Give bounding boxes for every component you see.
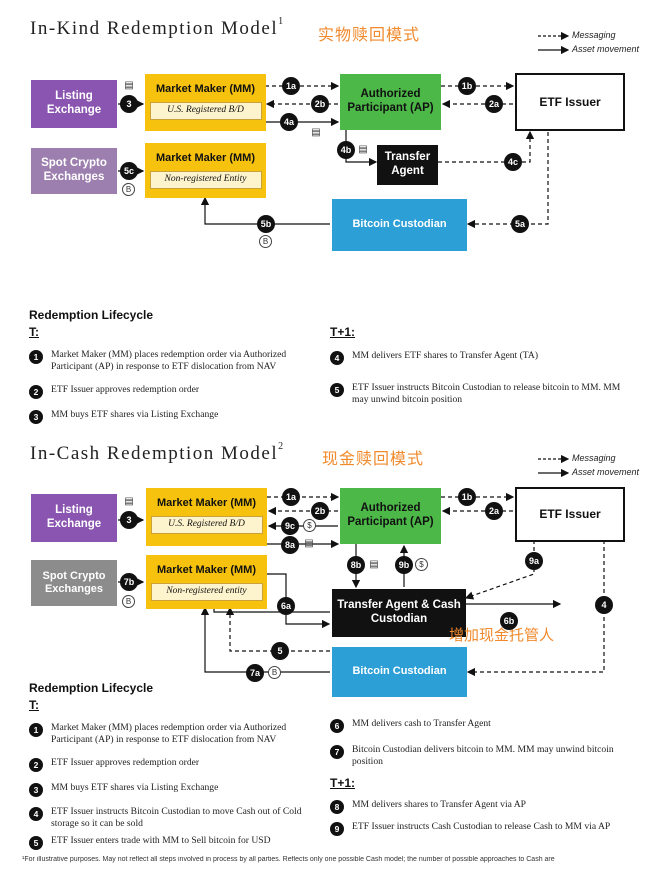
- badge-5b: 5b: [257, 215, 275, 233]
- top-title-cn: 实物赎回模式: [318, 27, 421, 44]
- badge-9b: 9b: [395, 556, 413, 574]
- badge-8a: 8a: [281, 536, 299, 554]
- badge-5a: 5a: [511, 215, 529, 233]
- document-icon: ▤: [124, 496, 134, 507]
- badge-6a: 6a: [277, 597, 295, 615]
- authorized-participant-box: Authorized Participant (AP): [340, 488, 441, 544]
- document-icon: ▤: [369, 559, 379, 570]
- document-icon: ▤: [358, 144, 368, 155]
- footnote: ¹For illustrative purposes. May not refl…: [22, 856, 555, 863]
- dollar-icon: $: [303, 519, 316, 532]
- badge-5c: 5c: [120, 162, 138, 180]
- badge-8b: 8b: [347, 556, 365, 574]
- spot-crypto-box: Spot Crypto Exchanges: [31, 148, 117, 194]
- bitcoin-icon: B: [122, 183, 135, 196]
- mm-subtitle: U.S. Registered B/D: [149, 102, 262, 121]
- legend-asset-movement: Asset movement: [572, 44, 640, 54]
- bitcoin-icon: B: [268, 666, 281, 679]
- badge-4b: 4b: [337, 141, 355, 159]
- bitcoin-custodian-box: Bitcoin Custodian: [332, 647, 467, 697]
- listing-exchange-box: Listing Exchange: [31, 494, 117, 542]
- legend-messaging: Messaging: [572, 453, 616, 463]
- dollar-icon: $: [415, 558, 428, 571]
- badge-3: 3: [120, 95, 138, 113]
- badge-4a: 4a: [280, 113, 298, 131]
- top-title: In-Kind Redemption Model1: [30, 16, 285, 39]
- badge-3: 3: [120, 511, 138, 529]
- bitcoin-icon: B: [122, 595, 135, 608]
- document-icon: ▤: [311, 127, 321, 138]
- badge-2a: 2a: [485, 502, 503, 520]
- badge-9c: 9c: [281, 517, 299, 535]
- transfer-agent-box: Transfer Agent: [377, 145, 438, 185]
- legend-messaging: Messaging: [572, 30, 616, 40]
- bitcoin-custodian-box: Bitcoin Custodian: [332, 199, 467, 251]
- market-maker-nonregistered-box: Market Maker (MM)Non-registered entity: [146, 555, 267, 609]
- mm-subtitle: Non-registered entity: [150, 583, 263, 602]
- badge-7b: 7b: [120, 573, 138, 591]
- badge-2a: 2a: [485, 95, 503, 113]
- badge-2b: 2b: [311, 95, 329, 113]
- legend-asset-movement: Asset movement: [572, 467, 640, 477]
- badge-5: 5: [271, 642, 289, 660]
- badge-9a: 9a: [525, 552, 543, 570]
- etf-issuer-box: ETF Issuer: [515, 487, 625, 542]
- badge-1a: 1a: [282, 488, 300, 506]
- cn-note: 增加现金托管人: [449, 627, 555, 644]
- bottom-lifecycle-title: Redemption Lifecycle: [29, 681, 154, 695]
- market-maker-nonregistered-box: Market Maker (MM)Non-registered Entity: [145, 143, 266, 198]
- badge-2b: 2b: [311, 502, 329, 520]
- mm-subtitle: U.S. Registered B/D: [150, 516, 263, 535]
- bottom-t-label: T:: [29, 698, 39, 712]
- badge-7a: 7a: [246, 664, 264, 682]
- top-t1-label: T+1:: [330, 325, 356, 339]
- bottom-title-cn: 现金赎回模式: [322, 451, 425, 468]
- top-lifecycle-title: Redemption Lifecycle: [29, 308, 154, 322]
- badge-4c: 4c: [504, 153, 522, 171]
- listing-exchange-box: Listing Exchange: [31, 80, 117, 128]
- bitcoin-icon: B: [259, 235, 272, 248]
- bottom-title: In-Cash Redemption Model2: [30, 441, 285, 464]
- transfer-agent-cash-custodian-box: Transfer Agent & Cash Custodian: [332, 589, 466, 637]
- authorized-participant-box: Authorized Participant (AP): [340, 74, 441, 130]
- top-t-label: T:: [29, 325, 39, 339]
- market-maker-registered-box: Market Maker (MM)U.S. Registered B/D: [146, 488, 267, 546]
- market-maker-registered-box: Market Maker (MM)U.S. Registered B/D: [145, 74, 266, 131]
- document-icon: ▤: [124, 80, 134, 91]
- badge-6b: 6b: [500, 612, 518, 630]
- badge-4: 4: [595, 596, 613, 614]
- document-icon: ▤: [304, 538, 314, 549]
- badge-1b: 1b: [458, 77, 476, 95]
- badge-1a: 1a: [282, 77, 300, 95]
- badge-1b: 1b: [458, 488, 476, 506]
- bottom-t1-label: T+1:: [330, 776, 356, 790]
- etf-issuer-box: ETF Issuer: [515, 73, 625, 131]
- spot-crypto-box: Spot Crypto Exchanges: [31, 560, 117, 606]
- mm-subtitle: Non-registered Entity: [149, 171, 262, 190]
